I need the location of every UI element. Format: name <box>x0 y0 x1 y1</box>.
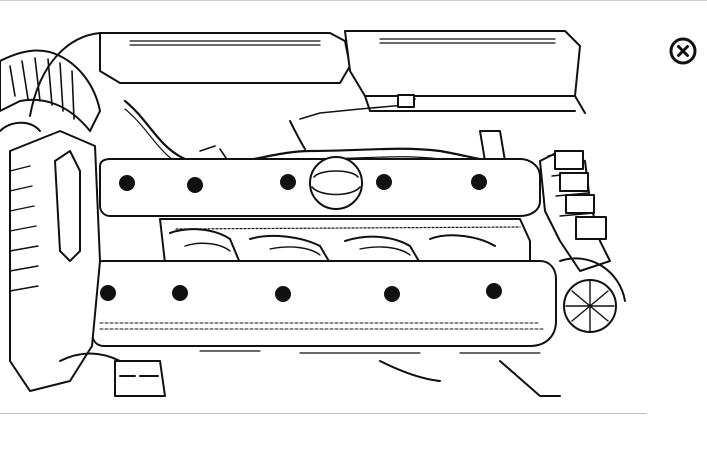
bottom-divider <box>0 413 647 414</box>
image-viewer <box>0 1 647 413</box>
upper-right-housing <box>344 30 581 97</box>
close-button[interactable] <box>668 36 698 66</box>
close-circle-x-icon <box>669 37 697 65</box>
lower-cam-cover <box>91 260 557 347</box>
wiring-harness <box>123 99 522 165</box>
oil-filler-cap <box>309 156 363 210</box>
engine-illustration <box>0 30 626 397</box>
top-divider <box>0 0 707 1</box>
